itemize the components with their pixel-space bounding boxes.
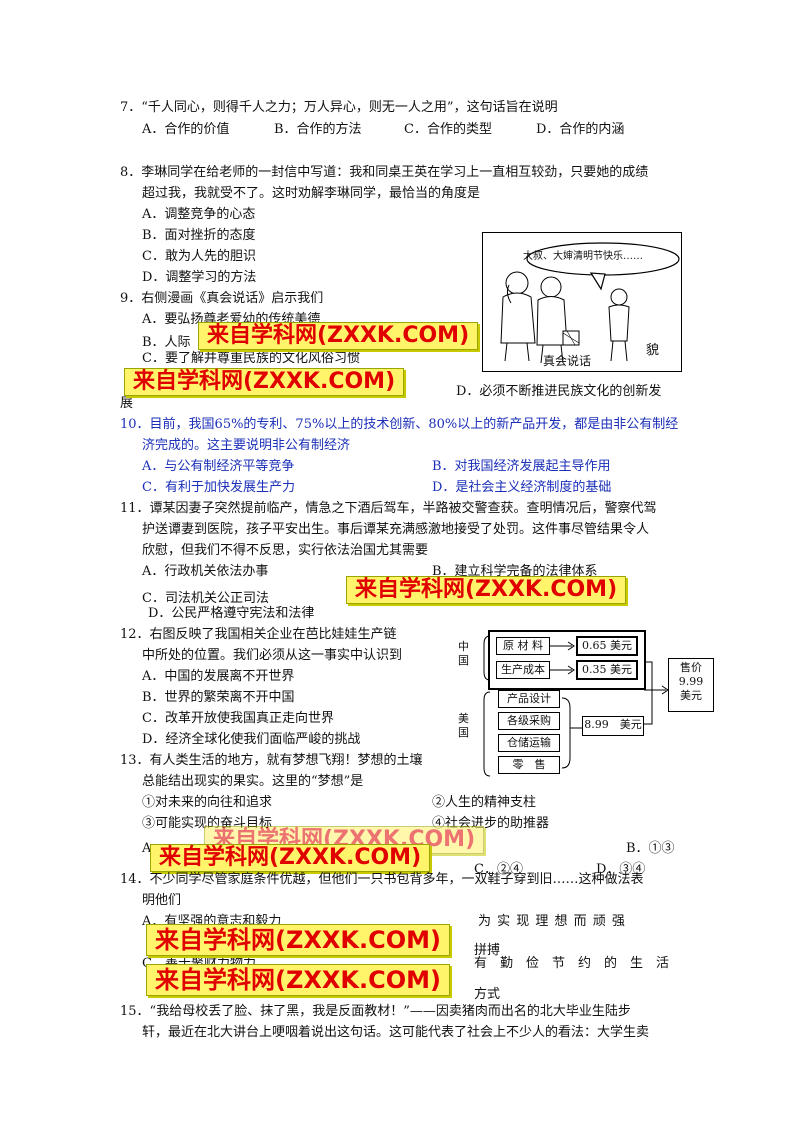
q9-option-b-tail: 貌 <box>646 343 660 358</box>
production-cost-box: 生产成本 <box>496 661 550 679</box>
q11-option-a: A．行政机关依法办事 <box>142 564 269 579</box>
q14-option-b-line1: 为 实 现 理 想 而 顽 强 <box>478 914 626 929</box>
sale-price-label: 售价 <box>680 661 702 674</box>
q12-stem-line2: 中所处的位置。我们必须从这一事实中认识到 <box>142 648 403 663</box>
q15-stem-line1: 15．“我给母校丢了脸、抹了黑，我是反面教材！”——因卖猪肉而出名的北大毕业生陆… <box>120 1004 631 1019</box>
q8-option-d: D．调整学习的方法 <box>142 270 257 285</box>
q7-option-b: B．合作的方法 <box>274 122 362 137</box>
comic-drawing <box>500 242 680 364</box>
q8-option-c: C．敢为人先的胆识 <box>142 249 256 264</box>
q7-option-a: A．合作的价值 <box>142 122 230 137</box>
q13-stem-line1: 13．有人类生活的地方，就有梦想飞翔！梦想的土壤 <box>120 753 423 768</box>
q13-statement-2: ②人生的精神支柱 <box>432 795 537 810</box>
raw-material-box: 原 材 料 <box>496 637 550 655</box>
q13-option-b: B．①③ <box>626 841 675 856</box>
usa-label: 美国 <box>458 712 469 739</box>
q15-stem-line2: 轩，最近在北大讲台上哽咽着说出这句话。这可能代表了社会上不少人的看法：大学生卖 <box>142 1025 650 1040</box>
diagram-connectors <box>483 635 669 777</box>
q14-stem-line1: 14．不少同学尽管家庭条件优越，但他们一只书包背多年，一双鞋子穿到旧……这种做法… <box>120 872 644 887</box>
q14-stem-line2: 明他们 <box>142 893 182 908</box>
q11-option-b: B．建立科学完备的法律体系 <box>432 564 598 579</box>
q9-option-d: D．必须不断推进民族文化的创新发 <box>456 384 662 399</box>
q11-option-d: D．公民严格遵守宪法和法律 <box>148 606 315 621</box>
q12-option-d: D．经济全球化使我们面临严峻的挑战 <box>142 732 361 747</box>
usa-price-box: 8.99 美元 <box>582 716 644 736</box>
comic-caption: 真会说话 <box>543 354 592 368</box>
q11-stem-line3: 欣慰，但我们不得不反思，实行依法治国尤其需要 <box>142 543 429 558</box>
q10-option-a: A．与公有制经济平等竞争 <box>142 459 295 474</box>
watermark-banner: 来自学科网(ZXXK.COM) <box>198 322 479 350</box>
q8-option-b: B．面对挫折的态度 <box>142 228 256 243</box>
sale-price-amount: 9.99 <box>678 675 704 688</box>
watermark-banner: 来自学科网(ZXXK.COM) <box>124 368 405 396</box>
china-group-frame <box>488 630 646 690</box>
q10-option-c: C．有利于加快发展生产力 <box>142 480 295 495</box>
q11-option-c: C．司法机关公正司法 <box>142 591 269 606</box>
q10-option-d: D．是社会主义经济制度的基础 <box>432 480 612 495</box>
q9-option-d-tail: 展 <box>120 396 134 411</box>
q11-stem-line1: 11．谭某因妻子突然提前临产，情急之下酒后驾车，半路被交警查获。查明情况后，警察… <box>120 501 657 516</box>
q14-option-b-line2: 拼搏 <box>474 943 501 958</box>
q14-option-d-line2: 方式 <box>474 987 501 1002</box>
comic-illustration: 大叔、大婶清明节快乐…… 真会说话 <box>482 232 682 372</box>
comic-speech-text: 大叔、大婶清明节快乐…… <box>523 251 643 262</box>
q8-option-a: A．调整竞争的心态 <box>142 207 256 222</box>
q12-option-c: C．改革开放使我国真正走向世界 <box>142 711 334 726</box>
q10-option-b: B．对我国经济发展起主导作用 <box>432 459 611 474</box>
production-cost-price-box: 0.35 美元 <box>576 660 638 680</box>
q9-stem: 9．右侧漫画《真会说话》启示我们 <box>120 291 324 306</box>
logistics-box: 仓储运输 <box>498 734 560 752</box>
q13-statement-1: ①对未来的向往和追求 <box>142 795 273 810</box>
q12-option-a: A．中国的发展离不开世界 <box>142 669 295 684</box>
value-chain-diagram: 中国 原 材 料 0.65 美元 生产成本 0.35 美元 美国 产品设计 各级… <box>454 628 714 778</box>
q12-stem-line1: 12．右图反映了我国相关企业在芭比娃娃生产链 <box>120 627 397 642</box>
q13-stem-line2: 总能结出现实的果实。这里的“梦想”是 <box>142 774 364 789</box>
q11-stem-line2: 护送谭妻到医院，孩子平安出生。事后谭某充满感激地接受了处罚。这件事尽管结果令人 <box>142 522 650 537</box>
watermark-banner: 来自学科网(ZXXK.COM) <box>150 844 431 872</box>
q10-stem-line2: 济完成的。这主要说明非公有制经济 <box>142 438 351 453</box>
q8-stem-line2: 超过我，我就受不了。这时劝解李琳同学，最恰当的角度是 <box>142 186 481 201</box>
watermark-banner: 来自学科网(ZXXK.COM) <box>146 964 450 996</box>
sale-price-box: 售价 9.99 美元 <box>668 658 714 712</box>
q13-option-a: A <box>142 841 152 856</box>
sale-price-unit: 美元 <box>680 689 702 702</box>
q7-option-c: C．合作的类型 <box>404 122 492 137</box>
q13-option-c: C．②④ <box>474 862 523 877</box>
raw-material-price-box: 0.65 美元 <box>576 636 638 656</box>
q8-stem-line1: 8．李琳同学在给老师的一封信中写道：我和同桌王英在学习上一直相互较劲，只要她的成… <box>120 165 649 180</box>
q9-option-c: C．要了解并尊重民族的文化风俗习惯 <box>142 351 360 366</box>
q7-stem: 7．“千人同心，则得千人之力；万人异心，则无一人之用”，这句话旨在说明 <box>120 100 558 115</box>
q14-option-d-line1: 有 勤 俭 节 约 的 生 活 <box>474 956 670 971</box>
q9-option-b: B．人际 <box>142 335 191 350</box>
q10-stem-line1: 10．目前，我国65%的专利、75%以上的技术创新、80%以上的新产品开发，都是… <box>120 417 679 432</box>
q13-option-d: D．③④ <box>596 862 646 877</box>
q12-option-b: B．世界的繁荣离不开中国 <box>142 690 295 705</box>
watermark-banner: 来自学科网(ZXXK.COM) <box>346 576 627 604</box>
retail-box: 零 售 <box>498 756 560 774</box>
purchasing-box: 各级采购 <box>498 712 560 730</box>
watermark-banner: 来自学科网(ZXXK.COM) <box>146 924 450 956</box>
china-label: 中国 <box>458 640 469 667</box>
q7-option-d: D．合作的内涵 <box>536 122 625 137</box>
product-design-box: 产品设计 <box>498 690 560 708</box>
